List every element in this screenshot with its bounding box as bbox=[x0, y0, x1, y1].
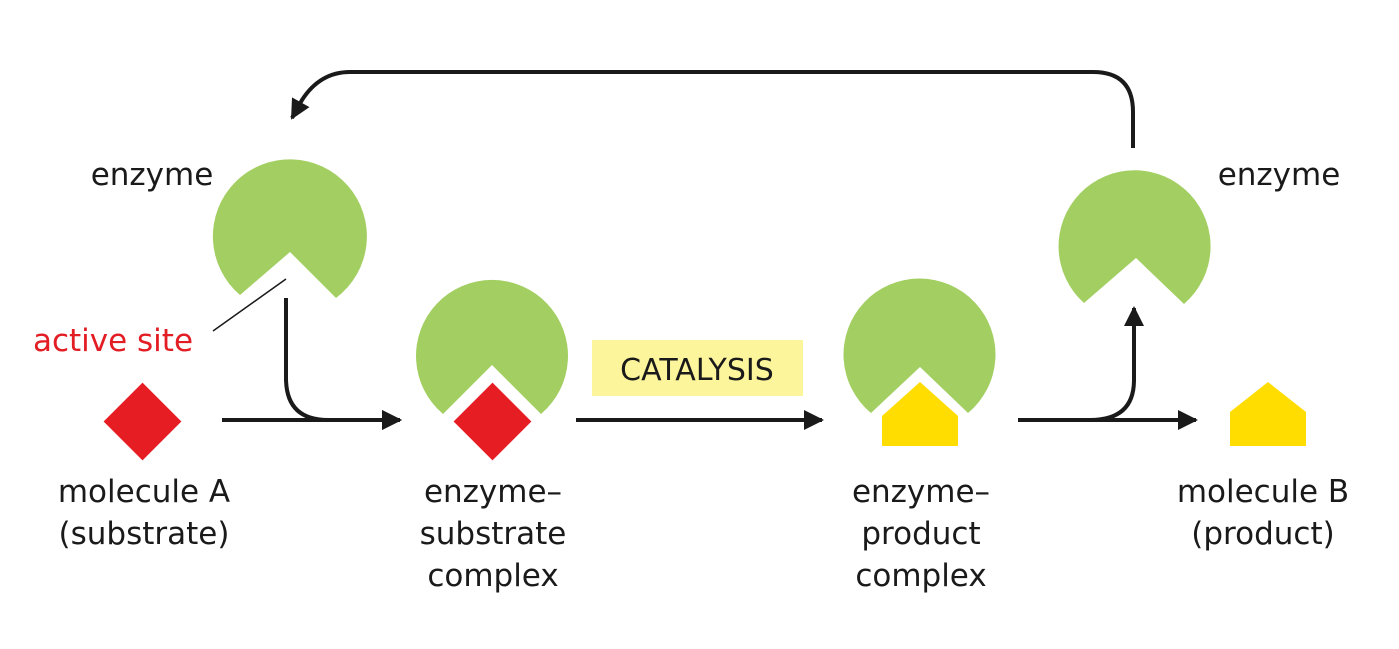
enzyme-right-label: enzyme bbox=[1218, 157, 1341, 193]
enzyme-right-shape bbox=[1058, 170, 1211, 304]
enzyme-left-label: enzyme bbox=[91, 157, 214, 193]
ep-complex-product-shape bbox=[882, 382, 958, 446]
molecule-a-label-line2: (substrate) bbox=[59, 516, 230, 552]
ep-complex-label-line2: product bbox=[861, 516, 980, 552]
recycle-arrow bbox=[290, 70, 1135, 148]
catalysis-label: CATALYSIS bbox=[620, 353, 774, 388]
enzyme-left-shape bbox=[212, 159, 367, 298]
ep-complex-label-line3: complex bbox=[855, 558, 986, 594]
molecule-b-label-line1: molecule B bbox=[1177, 474, 1349, 510]
substrate-shape bbox=[103, 382, 182, 461]
ep-complex-label-line1: enzyme– bbox=[852, 474, 990, 510]
ep-complex-enzyme-shape bbox=[843, 278, 996, 413]
es-complex-label-line3: complex bbox=[427, 558, 558, 594]
enzyme-release-arrow bbox=[1018, 306, 1144, 422]
molecule-b-label-line2: (product) bbox=[1191, 516, 1334, 552]
active-site-pointer bbox=[212, 278, 287, 332]
product-shape bbox=[1230, 382, 1306, 446]
active-site-label: active site bbox=[33, 323, 193, 359]
es-complex-enzyme-shape bbox=[416, 279, 568, 414]
es-complex-label-line2: substrate bbox=[420, 516, 567, 552]
es-complex-label-line1: enzyme– bbox=[424, 474, 562, 510]
molecule-a-label-line1: molecule A bbox=[58, 474, 230, 510]
enzyme-binding-arrow bbox=[284, 298, 402, 430]
catalysis-box bbox=[592, 340, 803, 396]
es-complex-substrate-shape bbox=[453, 382, 532, 461]
